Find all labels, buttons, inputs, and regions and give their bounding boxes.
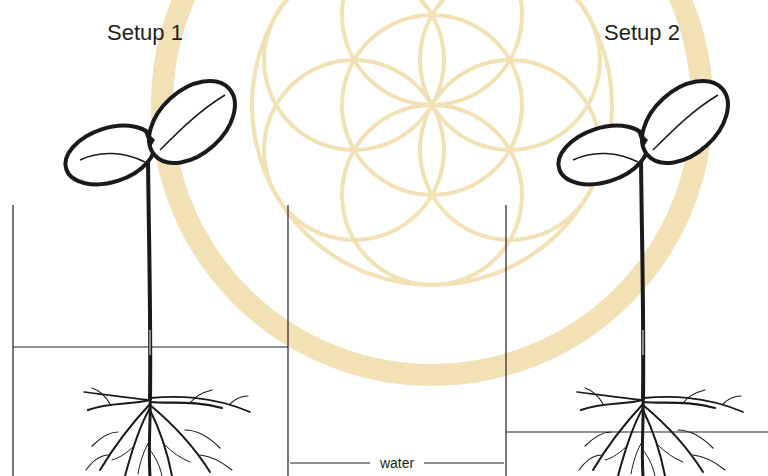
setup-title: Setup 2 — [604, 20, 680, 46]
setup-title: Setup 1 — [107, 20, 183, 46]
water-label: water — [376, 455, 418, 472]
